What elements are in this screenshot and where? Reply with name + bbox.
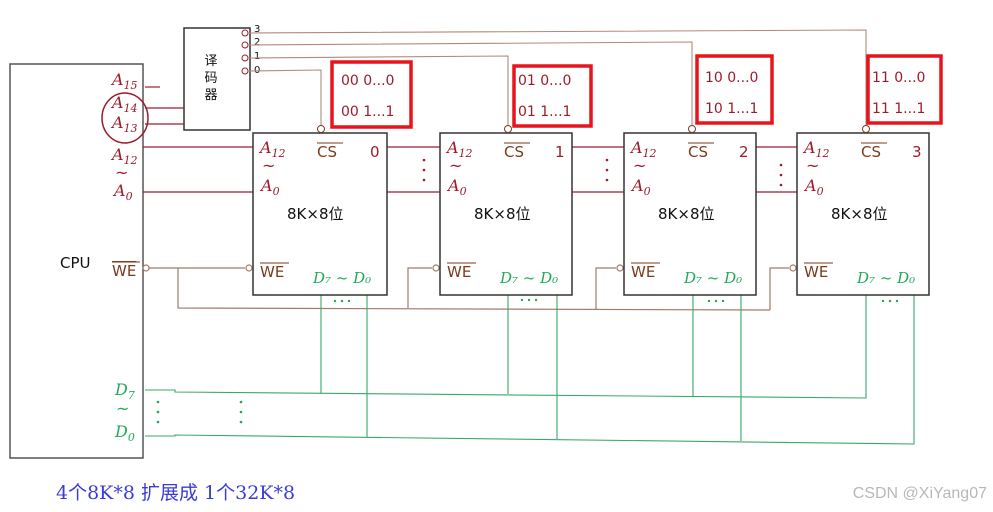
svg-text:10 1...1: 10 1...1 <box>705 101 758 117</box>
svg-text:~: ~ <box>806 156 819 175</box>
svg-text:A0: A0 <box>630 176 651 198</box>
svg-text:11 1...1: 11 1...1 <box>872 101 925 117</box>
address-range-2: 10 0...0 10 1...1 <box>695 54 774 125</box>
cpu-label: CPU <box>60 254 91 272</box>
decoder-box <box>183 27 251 131</box>
cpu-d7: D7 <box>114 380 135 402</box>
svg-text:11 0...0: 11 0...0 <box>872 70 925 86</box>
svg-text:WE: WE <box>804 263 828 281</box>
svg-text:1: 1 <box>555 143 565 161</box>
svg-text:3: 3 <box>254 24 260 35</box>
svg-text:CS: CS <box>861 143 881 161</box>
cpu-a13: A13 <box>110 113 138 135</box>
highlight-circle <box>101 92 149 144</box>
svg-text:A12: A12 <box>802 138 830 160</box>
chip-2: A12 ~ A0 CS 2 8K×8位 WE D₇ ~ D₀ <box>623 125 757 296</box>
svg-text:D₇ ~ D₀: D₇ ~ D₀ <box>856 269 915 287</box>
cpu-tilde: ~ <box>115 163 128 182</box>
svg-text:~: ~ <box>262 156 275 175</box>
decoder-outputs: 3 2 1 0 <box>241 24 260 76</box>
svg-text:8K×8位: 8K×8位 <box>658 205 715 223</box>
svg-text:00 1...1: 00 1...1 <box>341 104 394 120</box>
cpu-we: WE <box>112 262 136 280</box>
cpu-box <box>9 63 144 459</box>
svg-text:00 0...0: 00 0...0 <box>341 73 394 89</box>
chip-1: A12 ~ A0 CS 1 8K×8位 WE D₇ ~ D₀ <box>439 125 573 296</box>
svg-text:A0: A0 <box>803 176 824 198</box>
svg-text:CS: CS <box>317 143 337 161</box>
svg-text:3: 3 <box>912 143 922 161</box>
svg-text:CS: CS <box>688 143 708 161</box>
svg-text:01 1...1: 01 1...1 <box>518 104 571 120</box>
svg-text:A0: A0 <box>446 176 467 198</box>
svg-text:D₇ ~ D₀: D₇ ~ D₀ <box>683 269 742 287</box>
address-range-3: 11 0...0 11 1...1 <box>866 54 943 125</box>
bus-ellipsis <box>422 158 783 187</box>
svg-text:CS: CS <box>504 143 524 161</box>
cpu-a0: A0 <box>112 181 133 203</box>
svg-text:8K×8位: 8K×8位 <box>287 205 344 223</box>
address-range-0: 00 0...0 00 1...1 <box>330 60 413 129</box>
svg-text:WE: WE <box>260 263 284 281</box>
data-bus-ellipsis <box>156 298 899 424</box>
svg-text:10 0...0: 10 0...0 <box>705 70 758 86</box>
we-bus <box>142 264 797 311</box>
svg-text:0: 0 <box>370 143 380 161</box>
svg-text:~: ~ <box>633 156 646 175</box>
svg-text:1: 1 <box>254 51 260 62</box>
decoder-inputs <box>145 86 184 125</box>
cpu-a14: A14 <box>110 93 138 115</box>
chip-select-lines <box>247 29 867 126</box>
svg-text:WE: WE <box>631 263 655 281</box>
svg-text:A12: A12 <box>445 138 473 160</box>
address-range-1: 01 0...0 01 1...1 <box>512 64 593 128</box>
watermark: CSDN @XiYang07 <box>852 485 987 502</box>
svg-text:8K×8位: 8K×8位 <box>831 205 888 223</box>
cpu-data-tilde: ~ <box>116 399 129 418</box>
svg-text:~: ~ <box>449 156 462 175</box>
svg-text:2: 2 <box>739 143 749 161</box>
svg-text:D₇ ~ D₀: D₇ ~ D₀ <box>312 269 371 287</box>
decoder-label: 译码器 <box>204 54 217 103</box>
svg-text:A0: A0 <box>259 176 280 198</box>
chip-0: A12 ~ A0 CS 0 8K×8位 WE D₇ ~ D₀ <box>252 125 388 296</box>
cpu-d0: D0 <box>114 422 135 444</box>
data-bus <box>145 295 915 445</box>
svg-text:2: 2 <box>254 37 260 48</box>
svg-text:WE: WE <box>447 263 471 281</box>
svg-text:A12: A12 <box>258 138 286 160</box>
chip-3: A12 ~ A0 CS 3 8K×8位 WE D₇ ~ D₀ <box>796 125 930 296</box>
address-bus <box>143 146 797 193</box>
svg-text:A12: A12 <box>629 138 657 160</box>
caption: 4个8K*8 扩展成 1个32K*8 <box>56 482 296 504</box>
svg-text:8K×8位: 8K×8位 <box>474 205 531 223</box>
svg-text:01 0...0: 01 0...0 <box>518 73 571 89</box>
cpu-a15: A15 <box>110 70 138 92</box>
svg-text:D₇ ~ D₀: D₇ ~ D₀ <box>499 269 558 287</box>
cpu-a12: A12 <box>110 145 138 167</box>
